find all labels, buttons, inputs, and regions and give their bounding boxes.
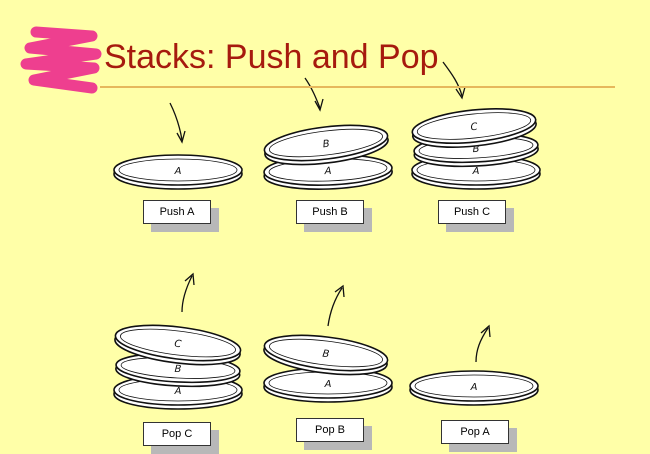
- plate-inner-rim: [269, 338, 383, 368]
- step-label-push-a: Push A: [143, 200, 219, 232]
- push-a-arrowhead: [176, 130, 186, 144]
- plate-label: A: [470, 382, 478, 393]
- plate-label: C: [470, 122, 478, 134]
- plate-face: [411, 108, 537, 144]
- pop-b-label: Pop B: [296, 418, 364, 442]
- plate-label: C: [174, 339, 182, 351]
- plate-inner-rim: [416, 112, 532, 140]
- step-label-push-c: Push C: [438, 200, 514, 232]
- push-c-label: Push C: [438, 200, 506, 224]
- pop-c-arrow: [181, 275, 193, 313]
- highlighter-mark: [20, 26, 102, 94]
- plate-c: C: [411, 108, 537, 148]
- plate-a: A: [409, 370, 539, 406]
- push-a-arrow: [169, 102, 183, 141]
- pop-c-label: Pop C: [143, 422, 211, 446]
- plate-inner-rim: [414, 374, 534, 398]
- pop-a-label: Pop A: [441, 420, 509, 444]
- plate-face: [114, 324, 242, 362]
- pop-b-arrowhead: [334, 284, 345, 298]
- plate-b: B: [263, 334, 389, 376]
- slide-title: Stacks: Push and Pop: [104, 38, 439, 76]
- push-a-label: Push A: [143, 200, 211, 224]
- push-c-arrowhead: [455, 86, 466, 100]
- step-label-pop-a: Pop A: [441, 420, 517, 452]
- plate-face: [263, 334, 389, 372]
- plate-c: C: [114, 324, 242, 366]
- step-label-push-b: Push B: [296, 200, 372, 232]
- plate-label: A: [174, 166, 182, 177]
- plate-label: A: [324, 379, 332, 390]
- plate-label: A: [174, 386, 182, 397]
- step-label-pop-b: Pop B: [296, 418, 372, 450]
- plate-face: [263, 124, 389, 162]
- pop-a-arrow: [475, 327, 489, 363]
- push-b-arrow: [304, 77, 321, 109]
- plate-label: A: [472, 166, 480, 177]
- push-c-arrow: [442, 61, 463, 97]
- plate-label: A: [323, 166, 331, 177]
- plate-face: [113, 154, 243, 186]
- plate-label: B: [472, 144, 480, 155]
- plate-b: B: [263, 124, 389, 166]
- plate-label: B: [322, 349, 330, 361]
- plate-b: B: [115, 352, 241, 388]
- plate-face: [409, 370, 539, 402]
- step-label-pop-c: Pop C: [143, 422, 219, 454]
- pop-c-arrowhead: [184, 272, 195, 286]
- push-b-arrowhead: [314, 98, 324, 112]
- plate-inner-rim: [269, 128, 383, 158]
- title-underline: [100, 86, 615, 88]
- push-b-label: Push B: [296, 200, 364, 224]
- plate-inner-rim: [120, 328, 236, 358]
- plate-label: B: [174, 364, 182, 375]
- plate-inner-rim: [118, 158, 238, 182]
- pop-a-arrowhead: [480, 324, 491, 338]
- plate-a: A: [113, 154, 243, 190]
- plate-label: B: [322, 139, 330, 151]
- pop-b-arrow: [327, 287, 343, 327]
